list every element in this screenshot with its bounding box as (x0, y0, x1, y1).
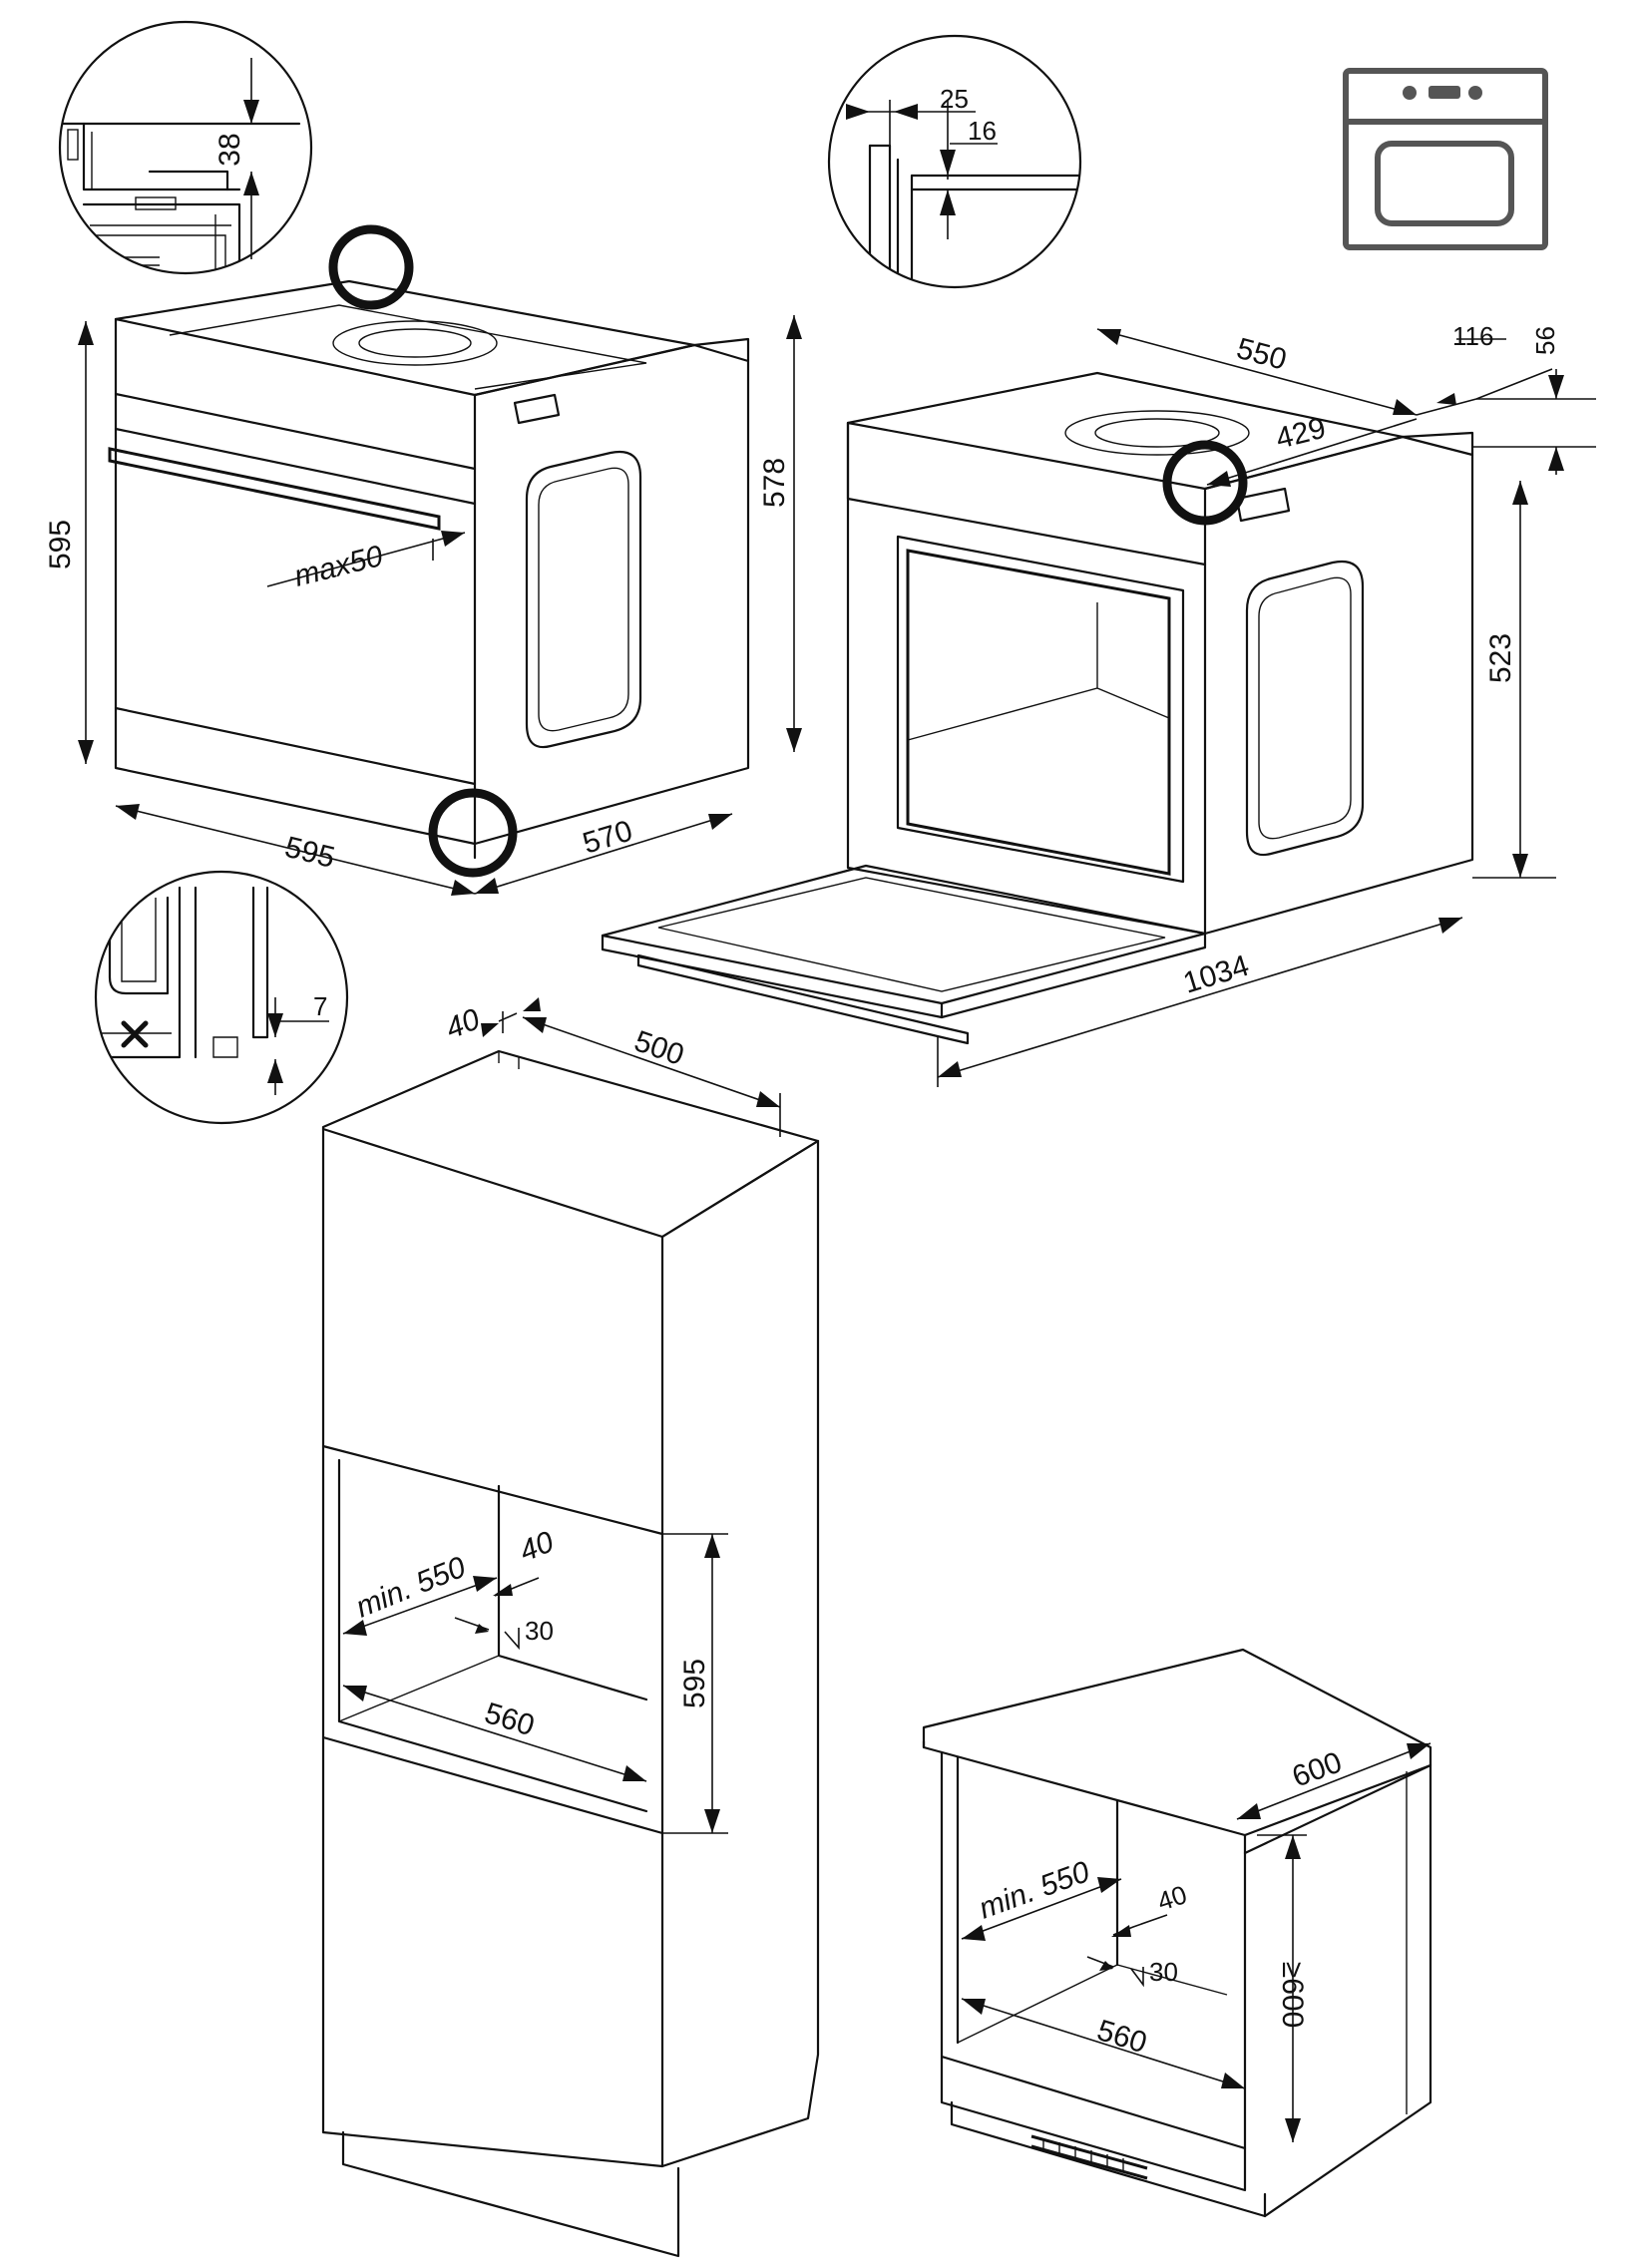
dim-tall-vent-depth: 40 (515, 1525, 559, 1568)
dim-open-top-offset: 56 (1530, 326, 1560, 355)
dim-open-side-height: 523 (1484, 633, 1517, 683)
dim-oven-height: 595 (44, 520, 77, 569)
base-unit-dimensions: 600 min. 550 40 30 560 ≥600 (961, 1742, 1431, 2142)
dim-tall-niche-height: 595 (678, 1659, 711, 1708)
dim-25: 25 (940, 84, 969, 114)
oven-closed-view (108, 279, 750, 860)
dim-tall-depth: 500 (630, 1024, 688, 1072)
dim-tall-front: 40 (441, 1002, 485, 1045)
tall-unit-dimensions: 40 500 min. 550 40 30 595 560 (342, 997, 781, 1834)
oven-closed-dimensions: 595 578 595 570 max50 (44, 315, 802, 896)
dim-38: 38 (213, 133, 246, 166)
detail-circle-frame: 25 16 (827, 34, 1082, 289)
dim-open-rear-offset: 116 (1452, 321, 1493, 351)
detail-circle-top-gap: 38 (58, 20, 313, 275)
dim-base-top-depth: 600 (1288, 1745, 1346, 1793)
dim-tall-min-depth: min. 550 (351, 1551, 470, 1625)
detail-circle-bottom-gap: 7 (94, 870, 349, 1125)
dim-16: 16 (968, 116, 997, 146)
dim-7: 7 (313, 991, 327, 1021)
detail-marker-rings (328, 224, 1248, 878)
dim-oven-width: 595 (281, 831, 338, 875)
dim-base-niche-height: ≥600 (1276, 1962, 1309, 2029)
dim-open-depth: 550 (1233, 332, 1290, 377)
dim-tall-niche-width: 560 (481, 1697, 539, 1742)
dim-tall-vent-gap: 30 (525, 1616, 554, 1646)
base-unit-vent (1030, 2134, 1148, 2180)
oven-open-view (601, 371, 1474, 1045)
dim-oven-depth: 570 (579, 814, 636, 860)
dim-base-vent-depth: 40 (1154, 1879, 1191, 1916)
built-in-oven-icon (1343, 68, 1548, 250)
dim-base-min-depth: min. 550 (975, 1855, 1094, 1925)
dim-base-niche-width: 560 (1093, 2014, 1151, 2060)
dim-oven-side-height: 578 (758, 458, 791, 508)
dim-base-vent-gap: 30 (1149, 1957, 1178, 1987)
base-unit-cabinet (922, 1648, 1432, 2218)
x-mark-icon (121, 1020, 149, 1048)
tall-unit-cabinet (321, 1049, 820, 2258)
dim-handle-max: max50 (291, 540, 387, 593)
